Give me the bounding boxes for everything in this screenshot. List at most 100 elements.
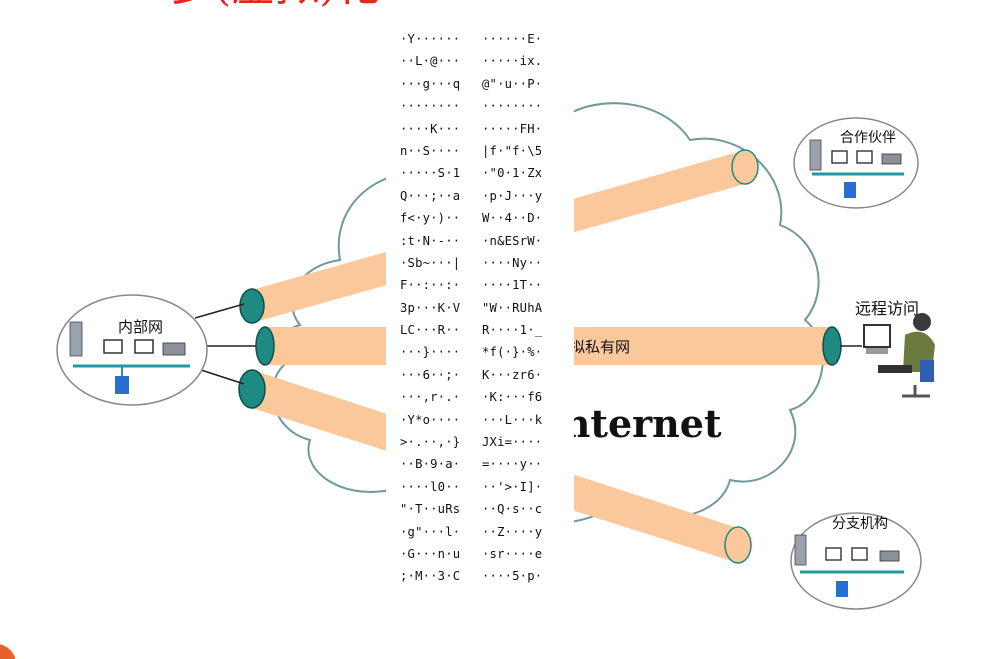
garbled-row: ;·M··3·C ····5·p· [386,565,574,587]
garbled-text-left: "·T··uRs [400,502,461,517]
garbled-text-right: ········ [482,99,543,114]
garbled-row: f<·y·)·· W··4··D· [386,207,574,229]
garbled-row: ·G···n·u ·sr····e [386,543,574,565]
garbled-text-left: ·g"···l· [400,524,461,539]
computer-icon [851,547,868,561]
person-icon [878,313,935,398]
garbled-text-left: Q···;··a [400,188,461,203]
printer-icon [881,153,902,165]
garbled-text-right: @"·u··P· [482,76,543,91]
garbled-row: 3p···K·V "W··RUhA [386,297,574,319]
branch-node: 分支机构 [790,512,922,610]
garbled-row: ··L·@··· ·····ix. [386,50,574,72]
garbled-text-right: *f(·}·%· [482,345,543,360]
switch-icon [836,581,848,597]
garbled-text-left: ···}···· [400,345,461,360]
garbled-text-right: ····1T·· [482,278,543,293]
garbled-text-right: |f·"f·\5 [482,143,543,158]
computer-icon [825,547,842,561]
garbled-row: ····K········FH· [386,118,574,140]
internet-label: Internet [545,401,722,446]
garbled-row: :t·N·-·· ·n&ESrW· [386,230,574,252]
garbled-text-left: ····l0·· [400,479,461,494]
garbled-row: n··S···· |f·"f·\5 [386,140,574,162]
garbled-text-left: ·G···n·u [400,546,461,561]
garbled-text-right: ·····ix. [482,54,543,69]
garbled-text-left: 3p···K·V [400,300,461,315]
garbled-text-right: "W··RUhA [482,300,543,315]
garbled-text-right: W··4··D· [482,211,543,226]
garbled-row: ··B·9·a· =····y·· [386,453,574,475]
garbled-text-left: f<·y·)·· [400,211,461,226]
computer-icon [103,339,154,354]
garbled-text-right: ······E· [482,32,543,46]
computer-icon [856,150,873,164]
garbled-row: ····l0·· ··'>·I]· [386,476,574,498]
garbled-row: "·T··uRs ··Q·s··c [386,498,574,520]
garbled-text-left: ·Y······ [400,32,461,46]
garbled-text-left: ···g···q [400,76,461,91]
garbled-text-right: ····5·p· [482,569,543,584]
garbled-text-right: ·p·J···y [482,188,543,203]
remote-access-node: 远程访问 [840,299,935,398]
computer-icon [863,324,891,348]
garbled-text-left: ·Y*o···· [400,412,461,427]
garbled-text-right: K···zr6· [482,367,543,382]
switch-icon [115,376,129,394]
garbled-text-right: JXi=···· [482,435,543,450]
garbled-text-overlay: ·Y······ ······E· ··L·@··· ·····ix. ···g···q… [386,28,574,628]
garbled-text-left: ··L·@··· [400,54,461,69]
garbled-row: ·g"···l· ··Z····y [386,521,574,543]
garbled-row: ···g···q @"·u··P· [386,73,574,95]
garbled-row: ···6··;·K···zr6· [386,364,574,386]
garbled-text-right: ··'>·I]· [482,479,543,494]
garbled-text-left: >·.··,·} [400,435,461,450]
garbled-text-right: ·"0·1·Zx [482,166,543,181]
remote-access-label: 远程访问 [855,299,919,318]
garbled-text-right: ·sr····e [482,546,543,561]
garbled-text-left: ·Sb~···| [400,255,461,270]
garbled-text-left: ;·M··3·C [400,569,461,584]
garbled-row: ···,r·.· ·K:···f6 [386,386,574,408]
garbled-row: ········ ········ [386,95,574,117]
partner-node: 合作伙伴 [793,117,919,209]
garbled-text-left: ·····S·1 [400,166,461,181]
garbled-text-left: ····K··· [400,121,461,136]
garbled-text-left: :t·N·-·· [400,233,461,248]
garbled-text-left: LC···R·· [400,323,461,338]
printer-icon [879,550,900,562]
garbled-row: LC···R·· R····1·_ [386,319,574,341]
internal-network-node: 内部网 [56,294,208,406]
garbled-row: Q···;··a ·p·J···y [386,185,574,207]
header-title-fragment: 多(虚拟)化 [170,0,380,11]
garbled-row: >·.··,·} JXi=···· [386,431,574,453]
garbled-row: ···}···· *f(·}·%· [386,341,574,363]
garbled-text-right: R····1·_ [482,323,543,338]
garbled-text-right: ····Ny·· [482,255,543,270]
garbled-text-right: ··Q·s··c [482,502,543,517]
garbled-text-left: ··B·9·a· [400,457,461,472]
server-icon [794,534,807,566]
switch-icon [844,182,856,198]
garbled-text-left: ········ [400,99,461,114]
garbled-row: ·Sb~···| ····Ny·· [386,252,574,274]
garbled-text-left: F··:··:· [400,278,461,293]
garbled-row: ·····S·1 ·"0·1·Zx [386,162,574,184]
partner-label: 合作伙伴 [840,130,896,146]
garbled-text-left: ···,r·.· [400,390,461,405]
server-icon [69,321,83,357]
internal-network-label: 内部网 [118,318,163,336]
branch-label: 分支机构 [832,516,888,532]
garbled-text-right: ··Z····y [482,524,543,539]
garbled-text-right: =····y·· [482,457,543,472]
garbled-text-right: ···L···k [482,412,543,427]
garbled-text-right: ·K:···f6 [482,390,543,405]
garbled-text-left: n··S···· [400,143,461,158]
garbled-row: F··:··:· ····1T·· [386,274,574,296]
garbled-text-right: ·n&ESrW· [482,233,543,248]
garbled-row: ·Y*o···· ···L···k [386,409,574,431]
internal-connectors [194,303,256,385]
corner-dot-decoration [0,644,16,659]
computer-icon [831,150,848,164]
printer-icon [162,342,186,356]
